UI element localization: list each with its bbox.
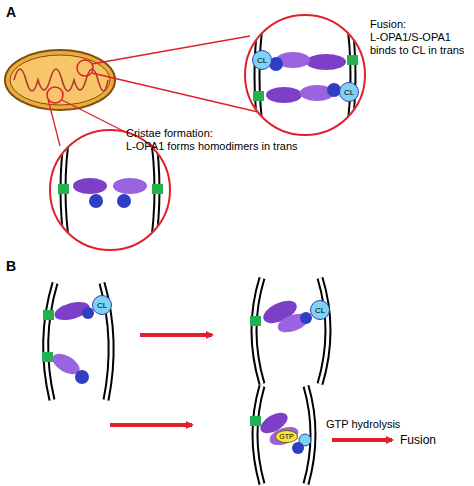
fusion-zoom [245, 12, 365, 140]
step-1 [42, 283, 111, 400]
cardiolipin-circle: CL [92, 295, 112, 315]
step-3 [250, 386, 313, 484]
annotation-text: GTP hydrolysis [326, 418, 400, 431]
annotation-text: L-OPA1/S-OPA1 binds to CL in trans [370, 31, 470, 57]
step-2 [250, 278, 328, 384]
gtp-oval: GTP [275, 430, 298, 443]
node-text: CL [344, 88, 354, 97]
zoom-lines [48, 36, 258, 147]
annotation-text: L-OPA1 forms homodimers in trans [126, 140, 298, 153]
panel-letter: B [6, 258, 16, 275]
panel-letter: A [6, 4, 16, 21]
cardiolipin-circle: CL [339, 82, 359, 102]
node-text: GTP [279, 432, 293, 441]
cardiolipin-circle: CL [310, 300, 330, 320]
node-text: CL [315, 306, 325, 315]
mitochondrion [5, 50, 115, 110]
annotation-text: Cristae formation: [126, 127, 213, 140]
annotation-text: Fusion: [370, 18, 470, 31]
cardiolipin-circle: CL [252, 50, 272, 70]
annotation-text: Fusion [400, 433, 436, 447]
node-text: CL [257, 56, 267, 65]
node-text: CL [97, 301, 107, 310]
